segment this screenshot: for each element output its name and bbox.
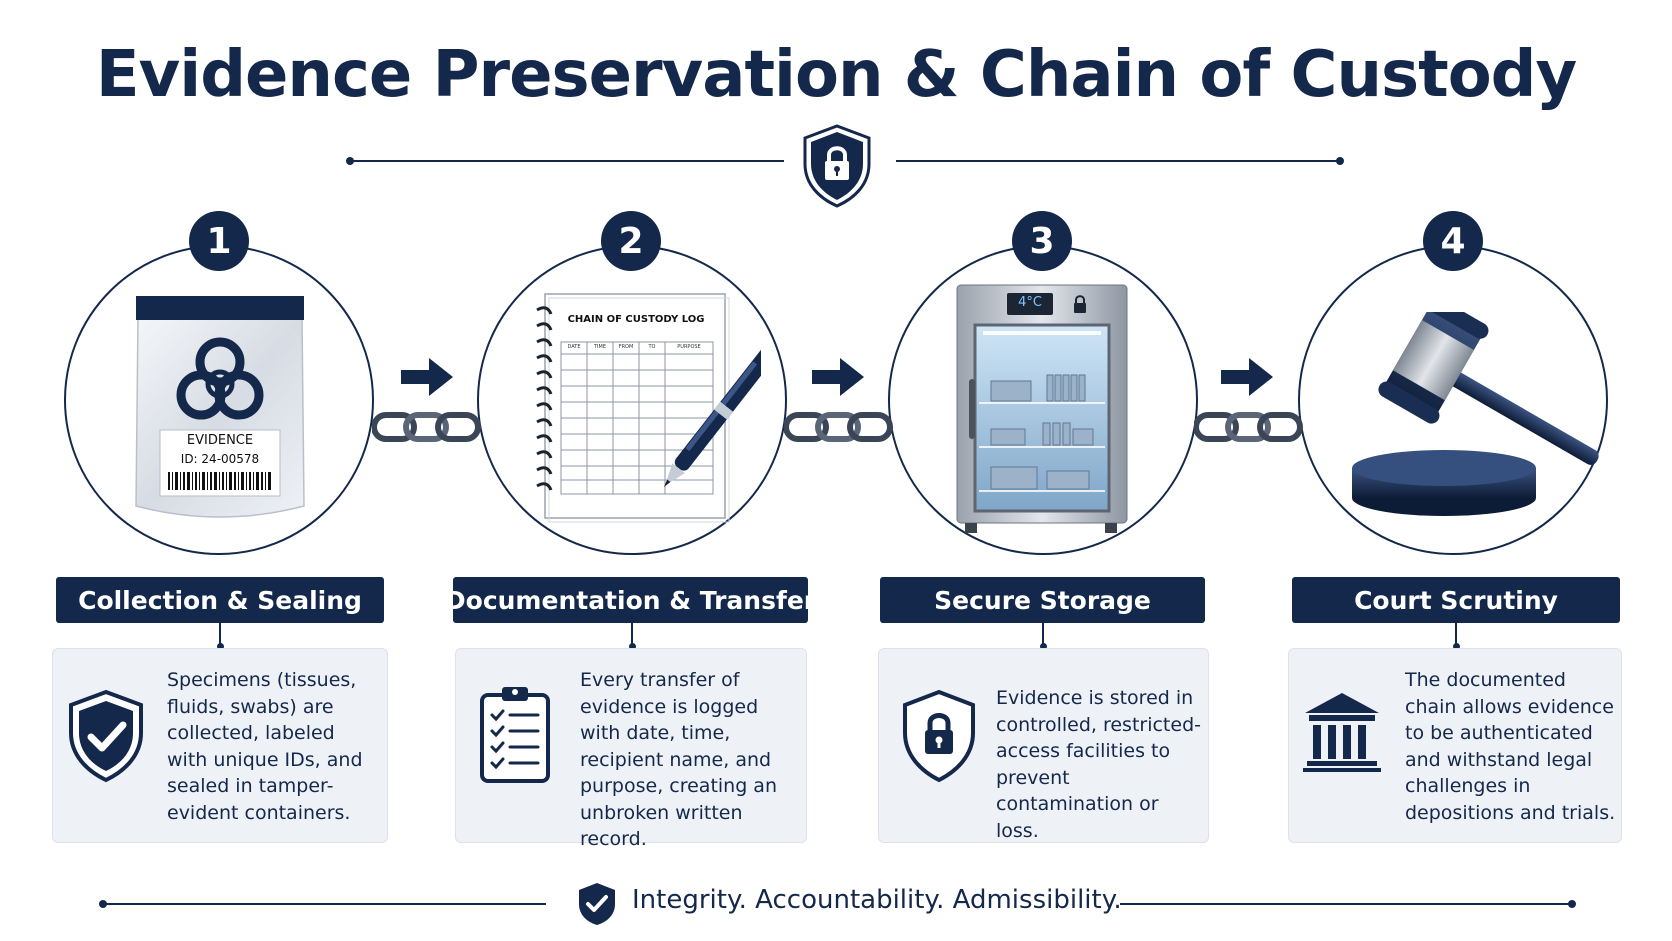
page-title: Evidence Preservation & Chain of Custody xyxy=(95,38,1577,112)
evidence-bag-label: EVIDENCE xyxy=(186,433,254,448)
biohazard-icon xyxy=(176,337,264,420)
step-1-description: Specimens (tissues, fluids, swabs) are c… xyxy=(167,669,363,824)
bottom-divider-right xyxy=(1120,903,1570,905)
arrow-right-icon xyxy=(401,358,453,396)
footer-tagline: Integrity. Accountability. Admissibility… xyxy=(632,885,1122,915)
divider-dot xyxy=(1568,900,1576,908)
temperature-readout: 4°C xyxy=(1018,295,1042,310)
step-1-label: Collection & Sealing xyxy=(56,577,384,623)
step-2-number: 2 xyxy=(601,211,661,271)
step-1-connector xyxy=(219,623,221,647)
arrow-right-icon xyxy=(812,358,864,396)
log-column-date: DATE xyxy=(567,344,581,350)
connector-dot xyxy=(1040,643,1047,650)
log-column-time: TIME xyxy=(593,344,606,350)
step-1-number: 1 xyxy=(189,211,249,271)
connector-dot xyxy=(629,643,636,650)
lock-icon xyxy=(1074,295,1086,313)
shield-check-icon xyxy=(579,883,615,925)
custody-log-illustration: CHAIN OF CUSTODY LOG DATE TIME FROM TO P… xyxy=(531,290,761,526)
step-1-card: Specimens (tissues, fluids, swabs) are c… xyxy=(52,648,388,843)
step-3-card: Evidence is stored in controlled, restri… xyxy=(878,648,1209,843)
top-divider-right xyxy=(896,160,1338,162)
step-4-card: The documented chain allows evidence to … xyxy=(1288,648,1622,843)
step-3-description: Evidence is stored in controlled, restri… xyxy=(996,687,1201,842)
log-column-purpose: PURPOSE xyxy=(677,344,701,350)
arrow-right-icon xyxy=(1221,358,1273,396)
custody-log-columns: DATE TIME FROM TO PURPOSE xyxy=(561,344,713,350)
step-2-description: Every transfer of evidence is logged wit… xyxy=(580,669,777,850)
step-2-connector xyxy=(631,623,633,647)
evidence-bag-illustration: EVIDENCE ID: 24-00578 xyxy=(134,296,306,526)
courthouse-icon xyxy=(1303,693,1381,772)
chain-link-icon xyxy=(372,412,481,442)
log-column-from: FROM xyxy=(618,344,634,350)
gavel-illustration xyxy=(1352,312,1599,516)
custody-log-title: CHAIN OF CUSTODY LOG xyxy=(567,314,705,325)
shield-lock-icon xyxy=(903,689,975,783)
chain-link-icon xyxy=(784,412,893,442)
log-column-to: TO xyxy=(648,344,656,350)
bottom-divider-left xyxy=(103,903,546,905)
step-4-number: 4 xyxy=(1423,211,1483,271)
step-4-description: The documented chain allows evidence to … xyxy=(1405,669,1616,824)
connector-dot xyxy=(217,643,224,650)
step-3-label: Secure Storage xyxy=(880,577,1205,623)
step-2-card: Every transfer of evidence is logged wit… xyxy=(455,648,807,850)
step-3-number: 3 xyxy=(1012,211,1072,271)
divider-dot xyxy=(1336,157,1344,165)
top-divider-left xyxy=(350,160,784,162)
shield-lock-icon xyxy=(803,124,871,208)
step-2-label: Documentation & Transfer xyxy=(445,577,816,623)
step-3-connector xyxy=(1042,623,1044,647)
refrigerator-illustration: 4°C xyxy=(955,283,1129,537)
step-4-label: Court Scrutiny xyxy=(1292,577,1620,623)
connector-dot xyxy=(1453,643,1460,650)
chain-link-icon xyxy=(1194,412,1303,442)
step-4-connector xyxy=(1455,623,1457,647)
clipboard-checklist-icon xyxy=(480,687,550,783)
evidence-bag-id: ID: 24-00578 xyxy=(180,452,260,466)
shield-check-icon xyxy=(69,689,143,783)
